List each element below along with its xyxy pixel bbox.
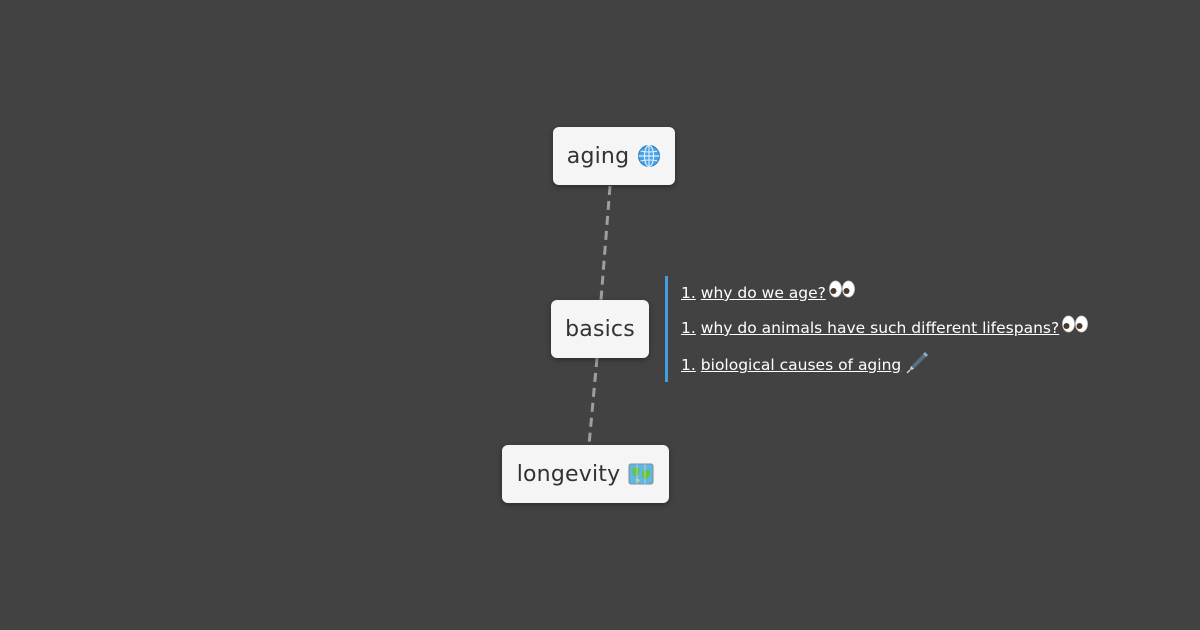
node-basics[interactable]: basics [551,300,649,358]
note-number: 1. [681,319,696,337]
note-text: why do we age? [700,284,826,302]
eyes-icon [828,280,855,298]
globe-icon [638,144,661,168]
note-link-biological-causes[interactable]: 1. biological causes of aging [681,351,931,375]
note-link-why-age[interactable]: 1. why do we age? [681,280,856,302]
note-link-lifespans[interactable]: 1. why do animals have such different li… [681,315,1089,337]
notes-panel: 1. why do we age? 1. why do animals have… [665,276,1095,382]
note-text: biological causes of aging [700,356,902,374]
node-aging-label: aging [566,143,630,169]
map-icon [628,463,654,485]
note-number: 1. [681,356,696,374]
node-longevity-label: longevity [516,461,621,487]
pen-icon [906,351,929,374]
node-aging[interactable]: aging [553,127,675,185]
note-number: 1. [681,284,696,302]
eyes-icon [1062,315,1089,333]
node-basics-label: basics [565,316,635,342]
node-longevity[interactable]: longevity [502,445,669,503]
connector-aging-basics [599,185,612,301]
note-text: why do animals have such different lifes… [700,319,1060,337]
connector-basics-longevity [587,357,599,446]
